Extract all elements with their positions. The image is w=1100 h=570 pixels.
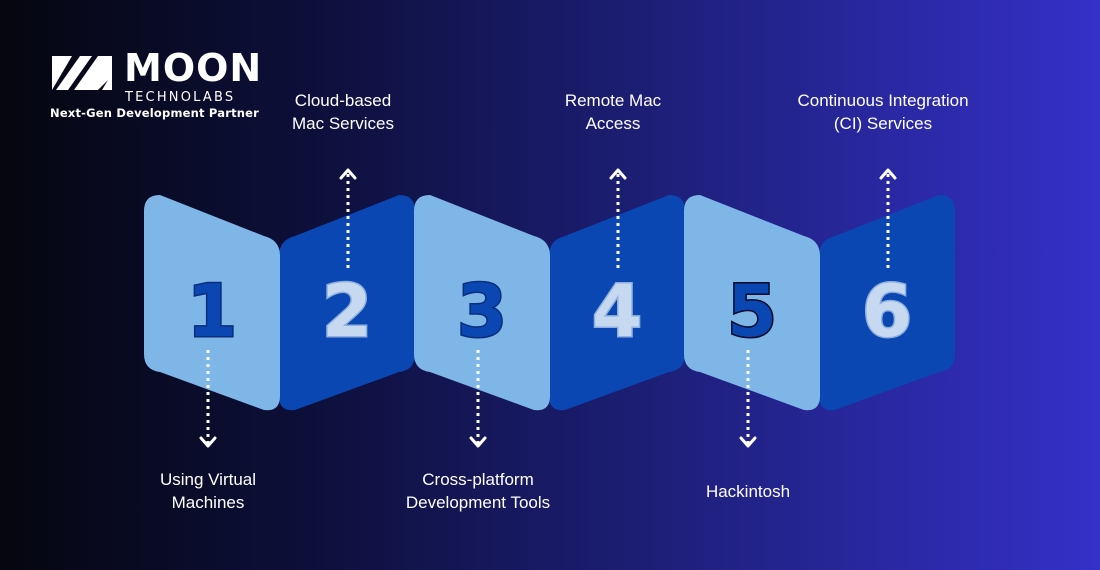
arrow-down-icon xyxy=(739,350,757,448)
arrow-up-icon xyxy=(609,168,627,268)
step-label-line: (CI) Services xyxy=(833,114,933,133)
step-block-2 xyxy=(279,195,415,411)
step-number-2: 2 xyxy=(322,269,372,353)
arrow-up-icon xyxy=(879,168,897,268)
step-label-line: Remote Mac xyxy=(564,91,662,110)
step-label-line: Cloud-based xyxy=(294,91,392,110)
brand-subname: TECHNOLABS xyxy=(125,90,236,105)
step-block-3 xyxy=(414,195,550,411)
step-label-line: Cross-platform xyxy=(422,470,534,489)
step-label-line: Using Virtual xyxy=(159,470,257,489)
moon-technolabs-logo-icon xyxy=(52,56,112,90)
step-block-6 xyxy=(819,195,955,411)
step-block-1 xyxy=(144,195,280,411)
step-label-line: Hackintosh xyxy=(705,482,791,501)
step-label-5: Hackintosh xyxy=(628,480,868,503)
step-label-line: Continuous Integration xyxy=(797,91,969,110)
step-number-6: 6 xyxy=(862,269,912,353)
step-number-1: 1 xyxy=(187,269,237,353)
step-number-5: 5 xyxy=(727,269,777,353)
step-label-line: Machines xyxy=(171,493,245,512)
step-label-6: Continuous Integration (CI) Services xyxy=(763,89,1003,135)
step-block-5 xyxy=(684,195,820,411)
brand-name: MOON xyxy=(124,46,263,90)
arrow-down-icon xyxy=(199,350,217,448)
step-block-4 xyxy=(549,195,685,411)
arrow-down-icon xyxy=(469,350,487,448)
arrow-up-icon xyxy=(339,168,357,268)
brand-logo: MOON TECHNOLABS Next-Gen Development Par… xyxy=(50,46,290,130)
step-label-line: Development Tools xyxy=(405,493,551,512)
brand-tagline: Next-Gen Development Partner xyxy=(50,106,260,120)
step-number-3: 3 xyxy=(457,269,507,353)
step-label-line: Access xyxy=(585,114,641,133)
step-number-4: 4 xyxy=(592,269,642,353)
step-label-line: Mac Services xyxy=(291,114,395,133)
